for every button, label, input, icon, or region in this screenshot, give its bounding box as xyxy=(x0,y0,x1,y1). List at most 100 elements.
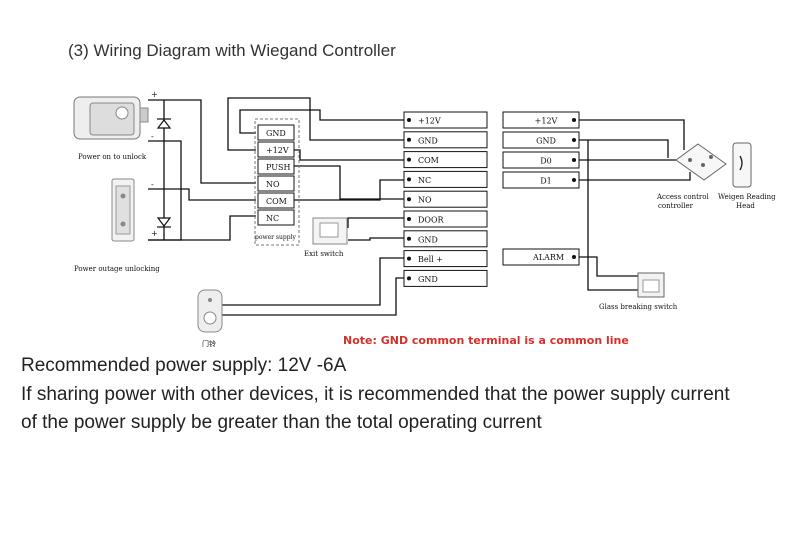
wire-ctrl-gnd xyxy=(577,139,669,158)
mid-terminal-box xyxy=(403,131,488,149)
psu-terminal-box xyxy=(257,141,295,158)
mid-terminal-box xyxy=(403,190,488,208)
mid-terminal-label: Bell + xyxy=(418,255,443,264)
recommend-line-2: If sharing power with other devices, it … xyxy=(21,384,730,405)
mid-terminal-box xyxy=(403,151,488,169)
right-terminal-label: +12V xyxy=(535,117,558,126)
mid-terminal-dot xyxy=(407,157,411,162)
polarity-plus-top: + xyxy=(151,90,158,99)
wire-lock-top-plus xyxy=(148,99,256,184)
right-terminal-box xyxy=(502,131,580,149)
electric-lock-top xyxy=(73,96,149,140)
psu-terminal-label: GND xyxy=(266,129,286,138)
power-supply-box xyxy=(254,118,300,246)
psu-terminal-box xyxy=(257,175,295,192)
mid-terminal-dot xyxy=(407,118,411,122)
wire-bell-gnd xyxy=(214,277,404,316)
wire-psu-nc xyxy=(293,179,404,201)
power-supply-caption: power supply xyxy=(255,234,296,241)
doorbell-caption: 门铃 xyxy=(202,339,216,348)
lock-top-caption: Power on to unlock xyxy=(78,153,147,161)
mid-terminal-dot xyxy=(407,197,411,202)
psu-terminal-box xyxy=(257,158,295,175)
psu-terminal-label: NO xyxy=(266,180,280,189)
alarm-dot xyxy=(572,255,576,259)
wire-bell-plus xyxy=(214,257,404,306)
polarity-minus-bottom: - xyxy=(151,180,154,189)
mid-terminal-label: GND xyxy=(418,136,438,145)
wire-lock-bottom-minus xyxy=(148,188,256,201)
psu-terminal-label: NC xyxy=(266,214,279,223)
mid-terminal-label: COM xyxy=(418,156,439,165)
mid-terminal-dot xyxy=(407,256,411,261)
psu-terminal-label: PUSH xyxy=(266,163,290,172)
mid-terminal-label: +12V xyxy=(418,117,441,126)
mid-terminal-label: NC xyxy=(418,176,431,185)
recommend-line-1: Recommended power supply: 12V -6A xyxy=(21,355,347,376)
psu-terminal-label: COM xyxy=(266,197,287,206)
wire-lock-bottom-plus xyxy=(148,215,256,241)
glass-switch-caption: Glass breaking switch xyxy=(599,303,678,311)
mid-terminal-label: NO xyxy=(418,196,432,205)
mid-terminal-box xyxy=(403,111,488,129)
exit-switch xyxy=(312,217,348,245)
mid-terminal-label: GND xyxy=(418,275,438,284)
wire-ctrl-d1 xyxy=(577,172,691,181)
psu-terminal-box xyxy=(257,124,295,141)
right-terminal-dot xyxy=(572,138,576,142)
psu-terminal-box xyxy=(257,209,295,226)
wire-psu-push xyxy=(293,165,404,200)
right-terminal-box xyxy=(502,151,580,169)
diode-top xyxy=(156,118,172,129)
gnd-note: Note: GND common terminal is a common li… xyxy=(343,334,629,347)
psu-terminal-label: +12V xyxy=(266,146,289,155)
recommend-line-3: of the power supply be greater than the … xyxy=(21,412,542,433)
glass-breaking-switch xyxy=(637,272,665,298)
wire-exit-door xyxy=(347,217,404,228)
power-supply-terminals: GND +12V PUSH NO COM NC xyxy=(257,124,295,226)
wires xyxy=(148,97,691,316)
wire-ctrl-12v xyxy=(577,119,685,150)
mid-terminal-dot xyxy=(407,217,411,221)
mid-terminal-label: GND xyxy=(418,235,438,244)
wire-glass-gnd xyxy=(587,140,640,291)
right-terminal-dot xyxy=(572,118,576,122)
wire-psu-com xyxy=(293,149,404,161)
exit-switch-caption: Exit switch xyxy=(304,250,344,258)
controller-caption-1: Access control xyxy=(656,193,709,201)
lock-bottom-caption: Power outage unlocking xyxy=(74,265,160,273)
right-terminal-label: GND xyxy=(536,137,556,146)
right-terminal-box xyxy=(502,111,580,129)
mid-terminal-box xyxy=(403,230,488,248)
electric-lock-bottom xyxy=(111,178,135,242)
alarm-terminal: ALARM xyxy=(502,248,580,266)
polarity-plus-bottom: + xyxy=(151,229,158,238)
reader-caption-2: Head xyxy=(736,202,755,210)
page-title: (3) Wiring Diagram with Wiegand Controll… xyxy=(68,41,396,60)
mid-terminal-dot xyxy=(407,236,411,241)
mid-terminal-label: DOOR xyxy=(418,216,445,225)
right-terminal-label: D0 xyxy=(540,157,552,166)
diode-bottom xyxy=(156,217,172,228)
doorbell xyxy=(197,289,223,333)
mid-terminal-dot xyxy=(407,276,411,281)
mid-terminal-dot xyxy=(407,137,411,142)
wiegand-reader xyxy=(732,142,752,188)
terminal-column-mid: +12V GND COM NC NO DOOR GND Bell + GND xyxy=(403,111,488,287)
right-terminal-label: D1 xyxy=(540,177,552,186)
wire-psu-gnd xyxy=(227,97,404,151)
mid-terminal-box xyxy=(403,210,488,228)
polarity-minus-top: - xyxy=(151,132,154,141)
wire-psu-12v xyxy=(239,109,404,134)
right-terminal-box xyxy=(502,171,580,189)
mid-terminal-dot xyxy=(407,177,411,182)
access-controller-board xyxy=(675,143,727,181)
mid-terminal-box xyxy=(403,269,488,287)
right-terminal-dot xyxy=(572,178,576,182)
wire-alarm xyxy=(577,256,640,277)
alarm-label: ALARM xyxy=(532,253,564,262)
reader-caption-1: Weigen Reading xyxy=(718,193,776,201)
mid-terminal-box xyxy=(403,170,488,188)
